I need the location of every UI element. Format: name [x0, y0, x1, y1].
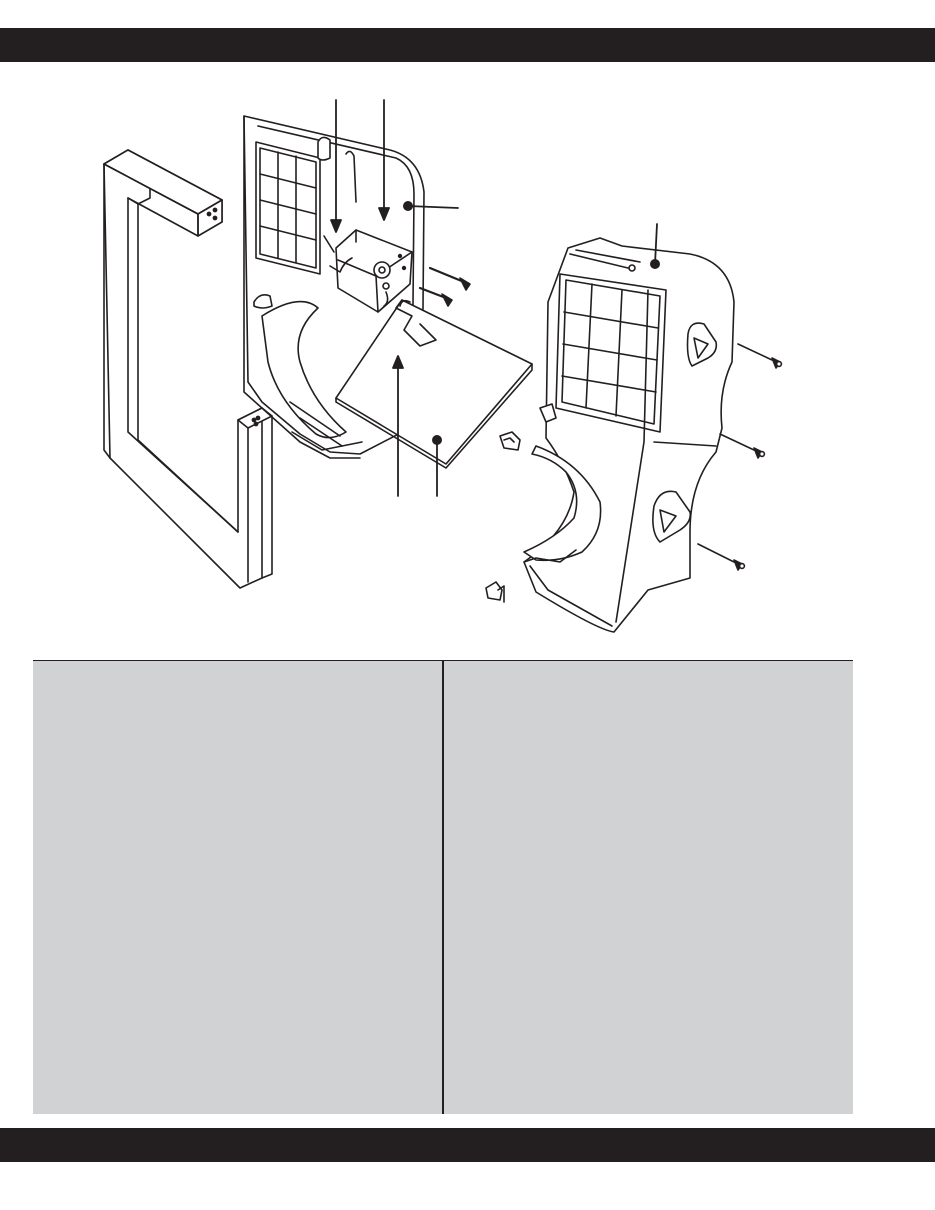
right-text-panel [444, 661, 853, 1114]
screws-right [698, 344, 781, 570]
callout-dots [403, 201, 660, 496]
clips [486, 432, 520, 602]
right-grille [556, 274, 666, 432]
control-box [324, 230, 412, 312]
screws-middle [420, 268, 470, 306]
text-panels [33, 660, 853, 1114]
exploded-diagram [0, 62, 935, 660]
callout-arrows [331, 100, 403, 496]
left-grille [256, 142, 320, 274]
stand-frame [104, 150, 272, 588]
tray-plate [336, 300, 532, 468]
header-bar [0, 28, 935, 62]
panel-divider [442, 661, 444, 1114]
right-housing-panel [524, 238, 734, 632]
footer-bar [0, 1128, 935, 1162]
left-text-panel [33, 661, 442, 1114]
